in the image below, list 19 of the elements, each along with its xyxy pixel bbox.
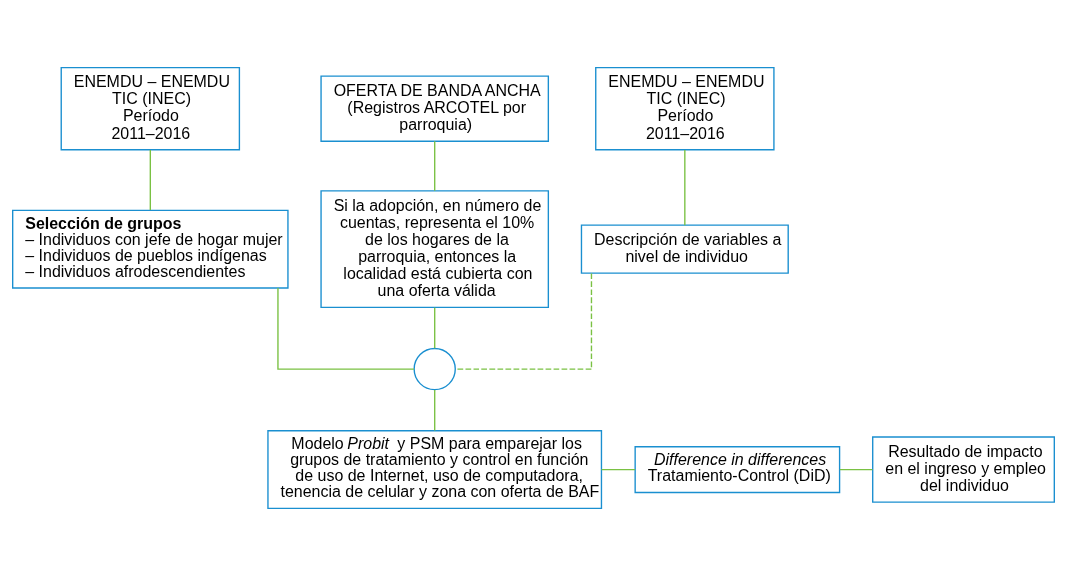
node-box: OFERTA DE BANDA ANCHA (Registros ARCOTEL por parroquia) xyxy=(320,75,550,142)
connector xyxy=(434,307,436,349)
node-box: Descripción de variables a nivel de individuo xyxy=(580,224,789,274)
connector xyxy=(454,272,593,370)
node-box: Selección de grupos – Individuos con jefe de hogar mujer – Individuos de pueblos indígenas – Individuos afrodescendientes xyxy=(12,209,289,289)
node-box: ENEMDU – ENEMDU TIC (INEC) Período 2011–2016 xyxy=(595,66,775,151)
node-box: Si la adopción, en número de cuentas, representa el 10% de los hogares de la parroquia, entonces la localidad está cubierta con una oferta válida xyxy=(320,190,550,309)
connector xyxy=(839,468,874,471)
node-box: Resultado de impacto en el ingreso y empleo del individuo xyxy=(872,436,1055,503)
connector xyxy=(434,140,436,192)
connector xyxy=(149,149,151,211)
connector xyxy=(434,389,436,432)
connector xyxy=(684,149,686,226)
connector xyxy=(600,468,636,471)
node-circle xyxy=(413,347,456,391)
node-box: Modelo Probit y PSM para emparejar los grupos de tratamiento y control en función de uso de Internet, uso de computadora, tenencia de celular y zona con oferta de BAF xyxy=(267,430,603,510)
connector xyxy=(277,287,415,370)
node-box: ENEMDU – ENEMDU TIC (INEC) Período 2011–2016 xyxy=(60,66,241,151)
node-box: Difference in differences Tratamiento-Control (DiD) xyxy=(634,446,841,494)
